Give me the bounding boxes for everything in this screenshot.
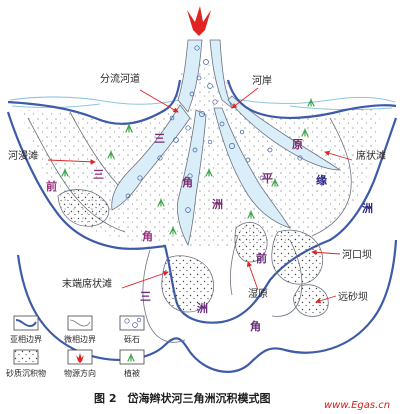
mouth-bars: [57, 189, 329, 317]
zone-delta-front-char-2: 洲: [362, 202, 373, 215]
zone-delta-front-char-1: 缘: [316, 173, 327, 187]
label-river-bank: 河岸: [252, 75, 272, 87]
legend-label-gravel: 砾石: [124, 334, 140, 344]
legend: 亚相边界 微相边界 砾石 砂质沉积物 物源方向 植被: [6, 315, 145, 378]
legend-label-subfacies: 亚相边界: [10, 334, 42, 344]
label-distributary-channel: 分流河道: [100, 72, 140, 85]
vegetation-symbols: [61, 98, 315, 235]
zone-plain-edge-char-1: 前: [46, 179, 57, 193]
sand-deposit-symbol: [13, 349, 39, 365]
zone-prodelta-char-3: 洲: [197, 302, 208, 315]
watermark: www.Egas.cn: [324, 400, 390, 411]
microfacies-boundary-symbol: [67, 315, 93, 331]
zone-prodelta-char-1: 前: [256, 251, 267, 265]
callout-leaders: [47, 87, 353, 304]
gravel-symbol: [119, 315, 145, 331]
gravel-clasts: [125, 45, 303, 213]
figure-caption: 图 2 岱海辫状河三角洲沉积模式图: [94, 391, 270, 405]
label-sheet-beach: 席状滩: [356, 149, 386, 162]
label-overbank-beach: 河漫滩: [8, 149, 38, 162]
zone-delta-plain-char-5: 原: [292, 138, 303, 151]
delta-plain-boundary: [7, 79, 397, 125]
legend-label-microfacies: 微相边界: [64, 334, 96, 344]
label-wetland: 湿原: [248, 288, 268, 300]
label-mouth-bar: 河口坝: [342, 249, 372, 261]
delta-front-outer-boundary: [6, 111, 398, 324]
zone-plain-edge-char-2: 三: [93, 168, 104, 181]
zone-prodelta-char-2: 三: [140, 290, 151, 303]
zone-prodelta-char-4: 角: [250, 319, 261, 333]
legend-label-vegetation: 植被: [124, 368, 140, 378]
source-direction-arrow-icon: [187, 6, 211, 36]
zone-delta-plain-char-2: 角: [182, 175, 193, 189]
zone-plain-edge-char-3: 角: [142, 229, 153, 243]
zone-delta-plain-char-4: 平: [262, 172, 273, 185]
label-distal-sheet-beach: 末端席状滩: [62, 277, 112, 290]
legend-label-source-direction: 物源方向: [64, 368, 96, 378]
zone-delta-plain-char-3: 洲: [212, 198, 223, 211]
legend-label-sand-deposit: 砂质沉积物: [6, 368, 46, 378]
label-distal-bar: 远砂坝: [338, 290, 368, 303]
zone-delta-plain-char-1: 三: [154, 132, 165, 145]
